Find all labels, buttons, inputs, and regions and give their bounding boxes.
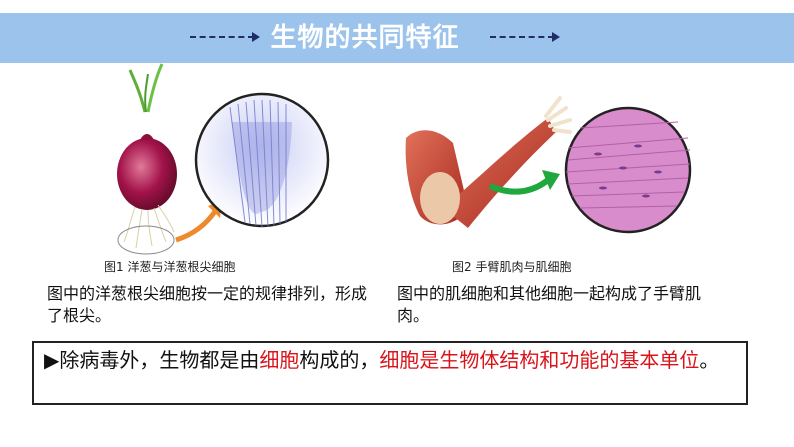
summary-text: ▶除病毒外，生物都是由细胞构成的，细胞是生物体结构和功能的基本单位。 <box>44 347 744 374</box>
banner-left-arrow-icon <box>190 32 260 42</box>
summary-cell-highlight: 细胞 <box>259 348 300 372</box>
summary-box: ▶除病毒外，生物都是由细胞构成的，细胞是生物体结构和功能的基本单位。 <box>32 341 748 405</box>
bullet-icon: ▶ <box>44 348 60 372</box>
title-banner <box>0 13 794 63</box>
onion-root-figure <box>117 63 330 255</box>
summary-virus: 病毒 <box>79 348 120 372</box>
summary-period: 。 <box>699 348 720 372</box>
figure1-description: 图中的洋葱根尖细胞按一定的规律排列，形成了根尖。 <box>47 284 368 325</box>
banner-right-arrow-icon <box>490 32 560 42</box>
figure2-description: 图中的肌细胞和其他细胞一起构成了手臂肌肉。 <box>397 284 702 325</box>
summary-basic-unit: 基本单位 <box>619 348 700 372</box>
figure1-caption: 图1 洋葱与洋葱根尖细胞 <box>104 260 236 274</box>
summary-part-1: 除 <box>59 348 80 372</box>
figure2-caption: 图2 手臂肌肉与肌细胞 <box>452 260 572 274</box>
summary-cell-definition: 细胞是生物体结构和功能的 <box>379 348 620 372</box>
page-title: 生物的共同特征 <box>270 23 460 53</box>
summary-part-5: 构成的， <box>299 348 380 372</box>
summary-part-3: 外，生物都是由 <box>119 348 260 372</box>
arm-muscle-figure <box>405 96 692 234</box>
